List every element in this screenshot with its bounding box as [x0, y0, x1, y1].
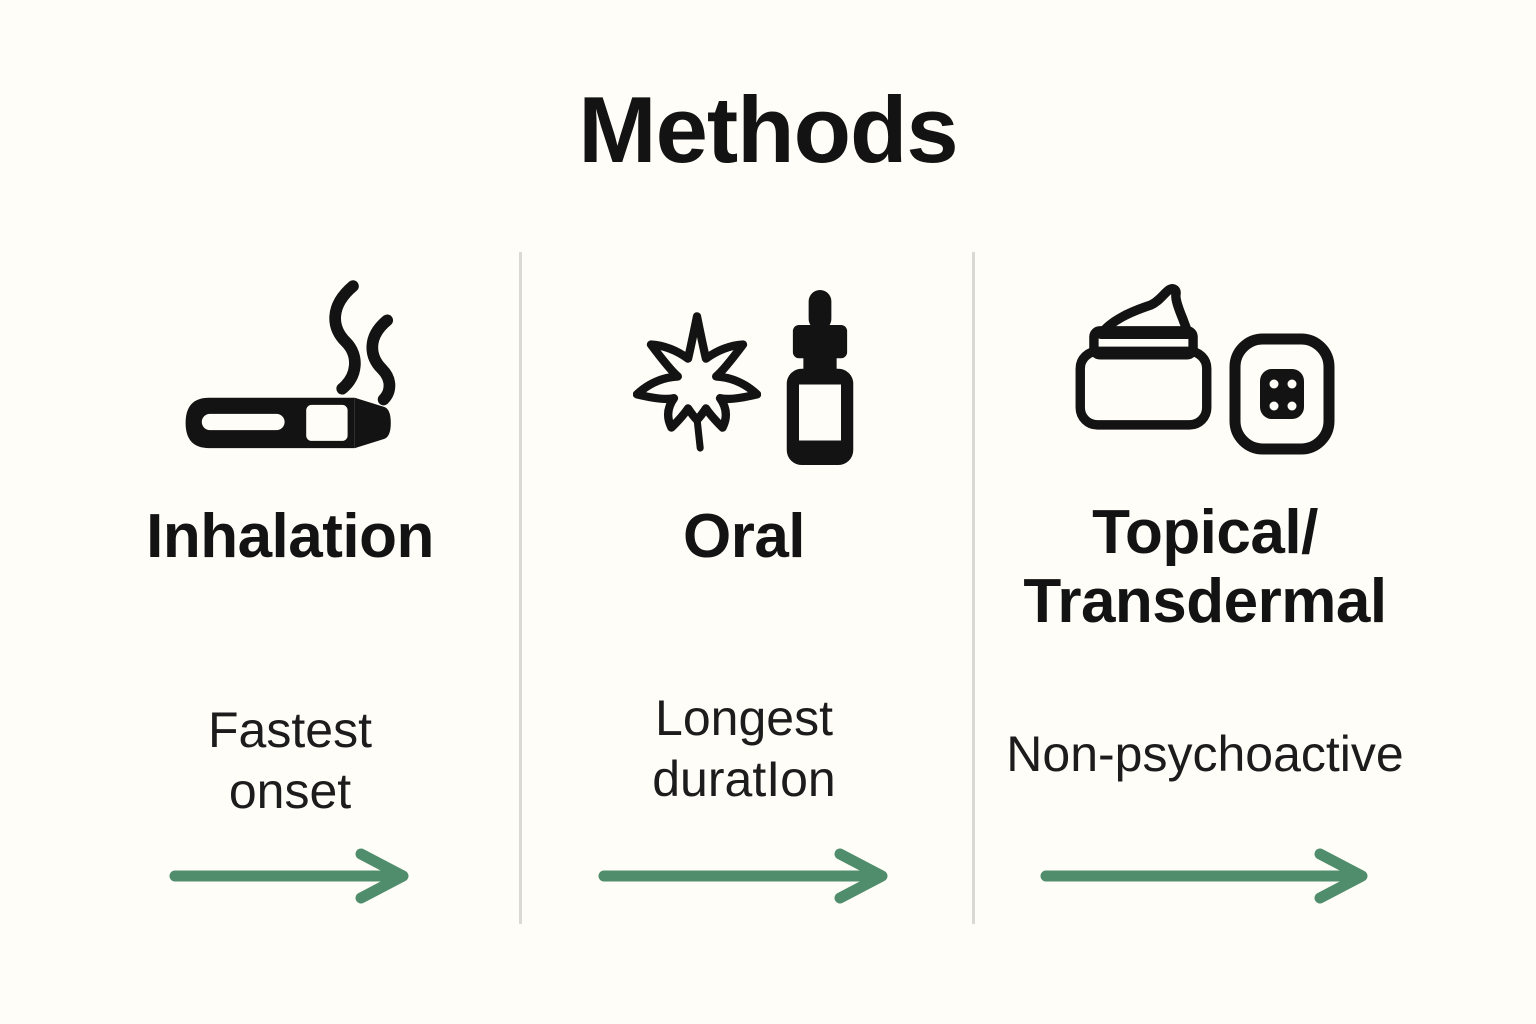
- column-divider: [519, 252, 522, 924]
- method-label: Topical/ Transdermal: [1023, 498, 1387, 637]
- cannabis-leaf-icon: [633, 312, 761, 452]
- method-label: Inhalation: [146, 502, 434, 571]
- method-attribute: Fastest onset: [208, 702, 372, 819]
- right-arrow-icon: [1040, 848, 1368, 904]
- cigarette-smoke-icon: [185, 280, 396, 449]
- column-topical-transdermal: Topical/ Transdermal Non-psychoactive: [975, 0, 1435, 1024]
- method-attribute: Longest duratIon: [652, 690, 836, 807]
- cream-jar-icon: [1075, 284, 1212, 430]
- column-oral: Oral Longest duratIon: [534, 0, 954, 1024]
- tincture-dropper-bottle-icon: [786, 290, 854, 465]
- method-attribute: Non-psychoactive: [1006, 726, 1404, 782]
- oral-icon-row: [534, 278, 954, 468]
- column-inhalation: Inhalation Fastest onset: [80, 0, 500, 1024]
- topical-icon-row: [975, 278, 1435, 468]
- right-arrow-icon: [598, 848, 888, 904]
- page-title: Methods: [578, 77, 958, 182]
- transdermal-patch-icon: [1229, 333, 1335, 455]
- right-arrow-icon: [169, 848, 409, 904]
- column-divider: [972, 252, 975, 924]
- method-label: Oral: [682, 502, 806, 571]
- inhalation-icon-row: [80, 278, 500, 468]
